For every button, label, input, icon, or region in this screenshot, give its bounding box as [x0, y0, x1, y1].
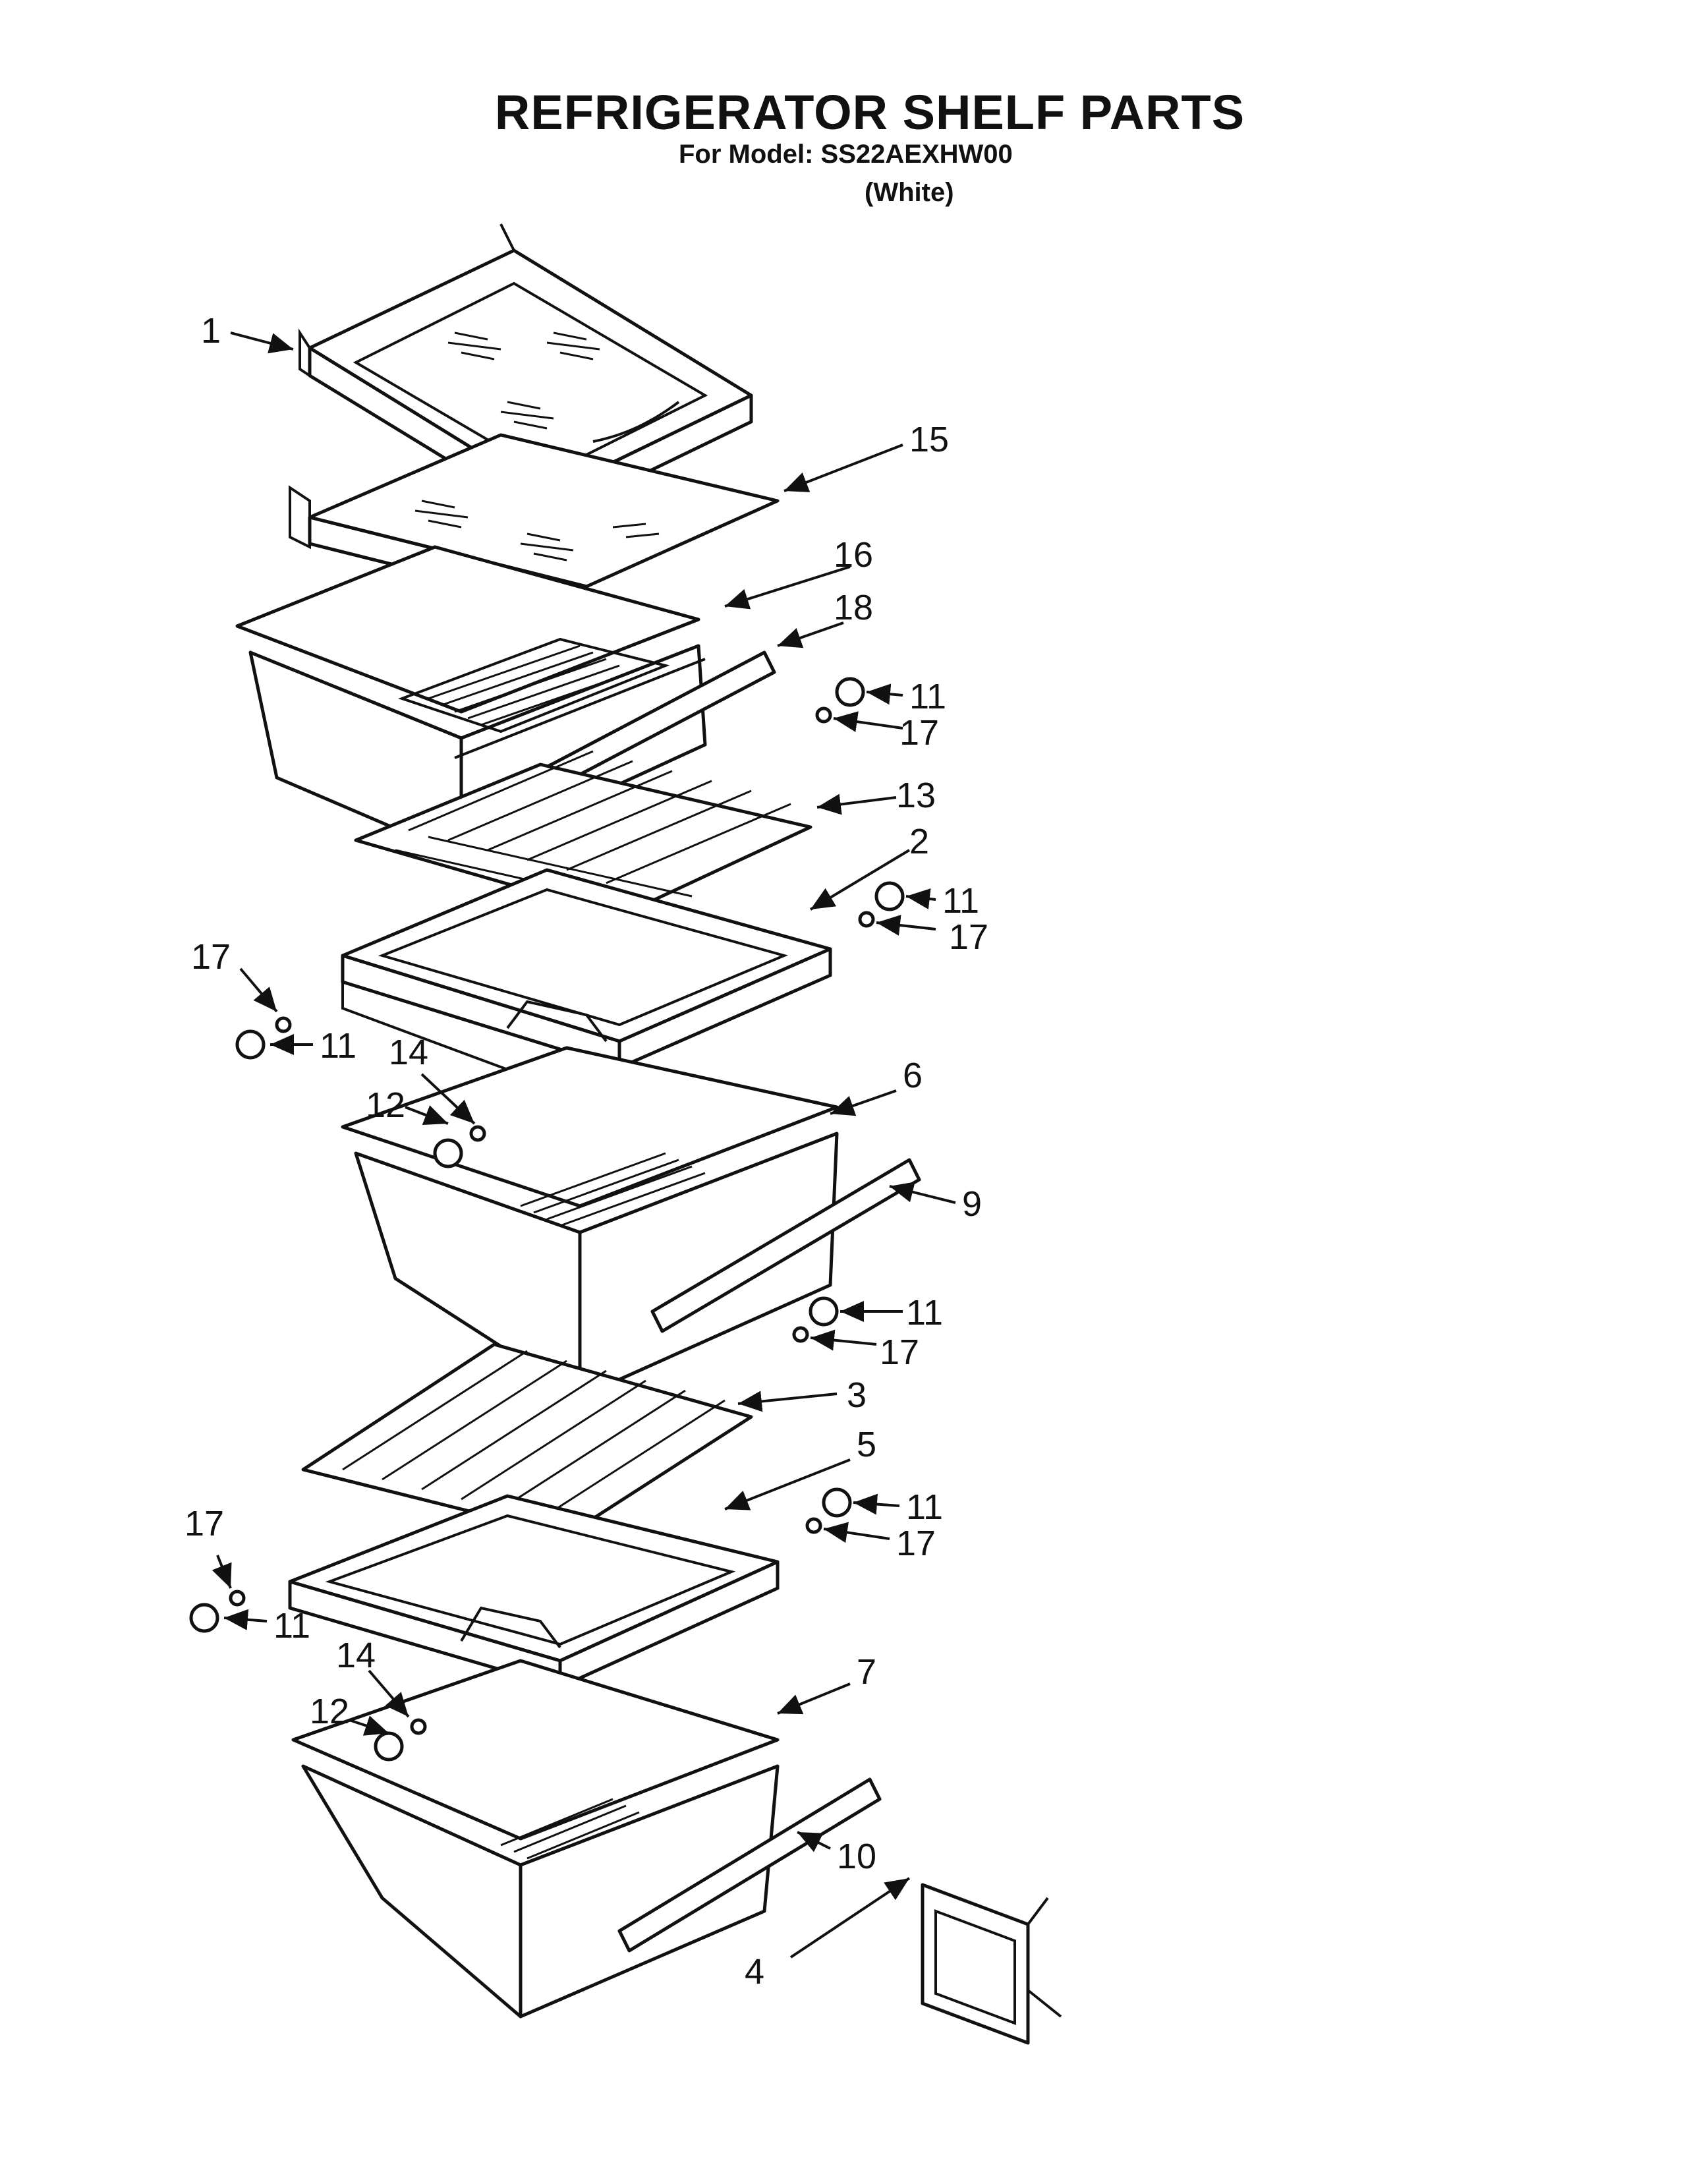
part-9-middle-drawer-handle: [650, 1158, 921, 1333]
color-variant: (White): [865, 178, 954, 207]
callout-12-b: 12: [310, 1692, 349, 1731]
glass-reflection-marks: [414, 500, 660, 561]
drawer-grille: [520, 1152, 706, 1227]
part-7-lower-crisper-drawer: [291, 1659, 780, 2019]
callout-14-a: 14: [389, 1033, 428, 1072]
part-4-label-card: [921, 1883, 1062, 2045]
callout-18: 18: [834, 588, 873, 627]
part-5-lower-crisper-cover: [288, 1494, 780, 1689]
callout-2: 2: [909, 822, 929, 861]
model-number: For Model: SS22AEXHW00: [679, 140, 1013, 169]
hardware-pins: [189, 677, 905, 1762]
callout-6: 6: [903, 1056, 923, 1095]
callout-16: 16: [834, 535, 873, 575]
callout-11-a: 11: [909, 677, 946, 716]
callout-17-a: 17: [899, 713, 939, 753]
callout-11-c: 11: [320, 1026, 356, 1066]
callout-11-d: 11: [906, 1293, 943, 1333]
drawer-grille: [428, 645, 633, 726]
callout-15: 15: [909, 420, 949, 459]
callout-17-e: 17: [896, 1524, 936, 1563]
callout-labels: 1 15 16 18 11 17 13 2 11 17 17 11 14 12 …: [185, 311, 988, 1992]
callout-17-f: 17: [185, 1504, 224, 1543]
callout-12-a: 12: [366, 1085, 405, 1125]
callout-10: 10: [837, 1837, 876, 1876]
callout-13: 13: [896, 776, 936, 815]
drawer-grille: [500, 1798, 640, 1860]
part-6-middle-crisper-drawer: [341, 1046, 839, 1399]
callout-17-b: 17: [949, 917, 988, 957]
callout-11-e: 11: [906, 1487, 943, 1527]
callout-11-f: 11: [273, 1606, 310, 1646]
callout-3: 3: [847, 1375, 867, 1415]
callout-5: 5: [857, 1425, 876, 1464]
page-header: REFRIGERATOR SHELF PARTS For Model: SS22…: [0, 0, 1708, 211]
part-2-upper-crisper-cover: [341, 868, 832, 1096]
callout-9: 9: [962, 1184, 982, 1224]
part-10-lower-drawer-handle: [617, 1777, 882, 1953]
callout-11-b: 11: [942, 881, 979, 921]
page-title: REFRIGERATOR SHELF PARTS: [494, 85, 1245, 140]
callout-17-d: 17: [880, 1333, 919, 1372]
callout-4: 4: [745, 1952, 764, 1992]
callout-14-b: 14: [336, 1636, 376, 1675]
callout-17-c: 17: [191, 937, 231, 977]
glass-reflection-marks: [447, 331, 600, 430]
callout-7: 7: [857, 1652, 876, 1692]
callout-1: 1: [201, 311, 221, 351]
